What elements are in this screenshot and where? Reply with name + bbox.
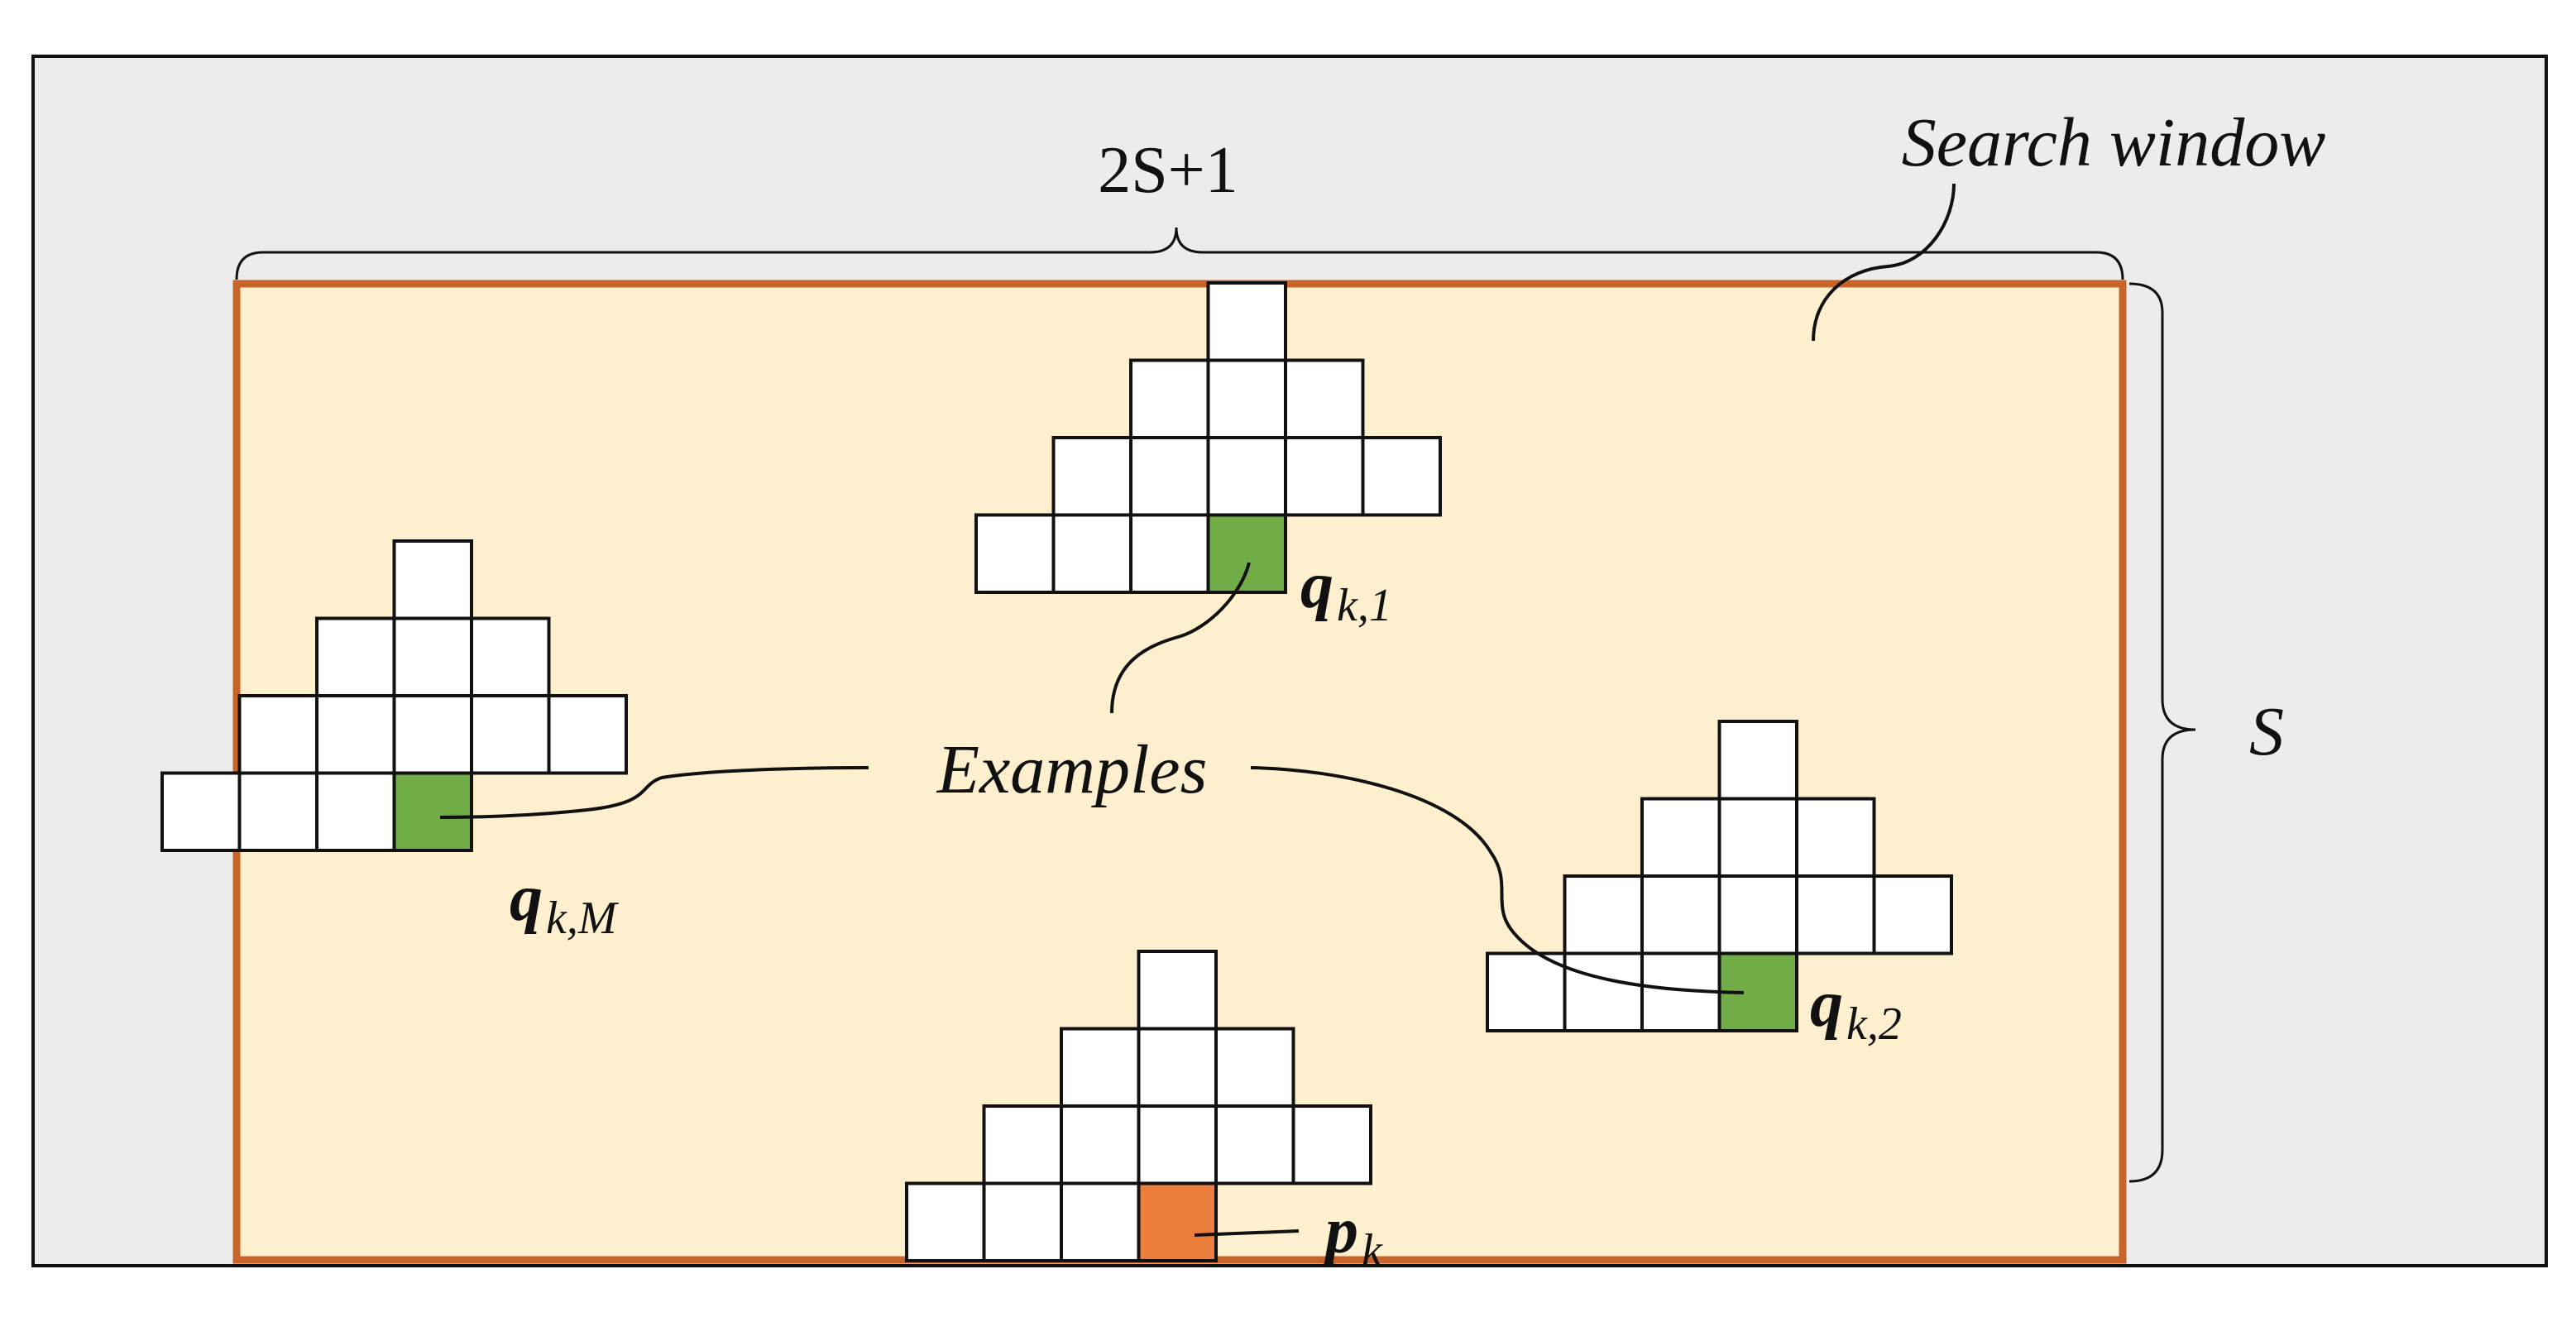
patch-cell xyxy=(1137,1104,1218,1185)
patch-cell xyxy=(160,771,242,852)
patch-cell xyxy=(1795,797,1876,878)
label-qk2: qk,2 xyxy=(1810,968,1902,1050)
patch-cell xyxy=(1717,874,1798,955)
patch-cell xyxy=(1795,874,1876,955)
patch-cell xyxy=(905,1181,986,1262)
patch-cell xyxy=(1206,358,1287,439)
label-pk: pk xyxy=(1320,1195,1383,1276)
patch-cell xyxy=(315,694,396,775)
patch-cell xyxy=(1060,1027,1141,1108)
search-window-label: Search window xyxy=(1902,104,2326,181)
patch-cell xyxy=(1284,358,1365,439)
center-pixel xyxy=(1206,513,1287,594)
leader-to-qk1 xyxy=(1110,562,1251,714)
leader-to-qk2 xyxy=(1250,766,1745,994)
patch-cell xyxy=(1563,951,1644,1032)
patch-cell xyxy=(1640,797,1721,878)
patch-qkM xyxy=(160,539,628,852)
patch-pk xyxy=(905,950,1372,1262)
patch-cell xyxy=(1137,950,1218,1031)
search-window-leader xyxy=(1812,183,1956,342)
patch-cell xyxy=(470,694,551,775)
patch-cell xyxy=(315,771,396,852)
patch-cell xyxy=(315,616,396,697)
patch-cell xyxy=(1284,436,1365,517)
center-pixel xyxy=(392,771,473,852)
patch-cell xyxy=(1214,1027,1295,1108)
patch-cell xyxy=(982,1104,1063,1185)
patch-cell xyxy=(470,616,551,697)
patch-cell xyxy=(1291,1104,1372,1185)
patch-cell xyxy=(1206,436,1287,517)
patch-cell xyxy=(547,694,628,775)
width-brace xyxy=(235,227,2124,280)
patch-cell xyxy=(1717,797,1798,878)
patch-cell xyxy=(1214,1104,1295,1185)
patch-cell xyxy=(1129,358,1210,439)
patch-cell xyxy=(1129,436,1210,517)
width-label: 2S+1 xyxy=(1098,134,1238,207)
patch-cell xyxy=(1060,1104,1141,1185)
patch-cell xyxy=(1361,436,1442,517)
patch-cell xyxy=(1206,281,1287,362)
patch-cell xyxy=(1640,874,1721,955)
center-pixel xyxy=(1717,951,1798,1032)
patch-cell xyxy=(392,694,473,775)
label-qk1: qk,1 xyxy=(1300,549,1392,631)
height-label: S xyxy=(2249,693,2284,770)
patch-cell xyxy=(1872,874,1953,955)
patch-cell xyxy=(1051,436,1132,517)
leader-to-pk xyxy=(1194,1229,1300,1237)
patch-qk1 xyxy=(974,281,1442,594)
patch-cell xyxy=(974,513,1056,594)
patch-cell xyxy=(982,1181,1063,1262)
height-brace xyxy=(2128,282,2196,1183)
patch-cell xyxy=(1486,951,1567,1032)
patches xyxy=(160,281,1953,1262)
patch-cell xyxy=(392,616,473,697)
patch-qk2 xyxy=(1486,720,1953,1032)
patch-cell xyxy=(1717,720,1798,801)
leader-to-qkM xyxy=(439,766,869,819)
label-qkM: qk,M xyxy=(510,862,620,944)
patch-cell xyxy=(392,539,473,620)
patch-cell xyxy=(1563,874,1644,955)
patch-cell xyxy=(1051,513,1132,594)
center-pixel xyxy=(1137,1181,1218,1262)
patch-cell xyxy=(1137,1027,1218,1108)
examples-label: Examples xyxy=(936,731,1208,808)
patch-cell xyxy=(1060,1181,1141,1262)
patch-cell xyxy=(237,771,318,852)
patch-cell xyxy=(1129,513,1210,594)
patch-cell xyxy=(237,694,318,775)
